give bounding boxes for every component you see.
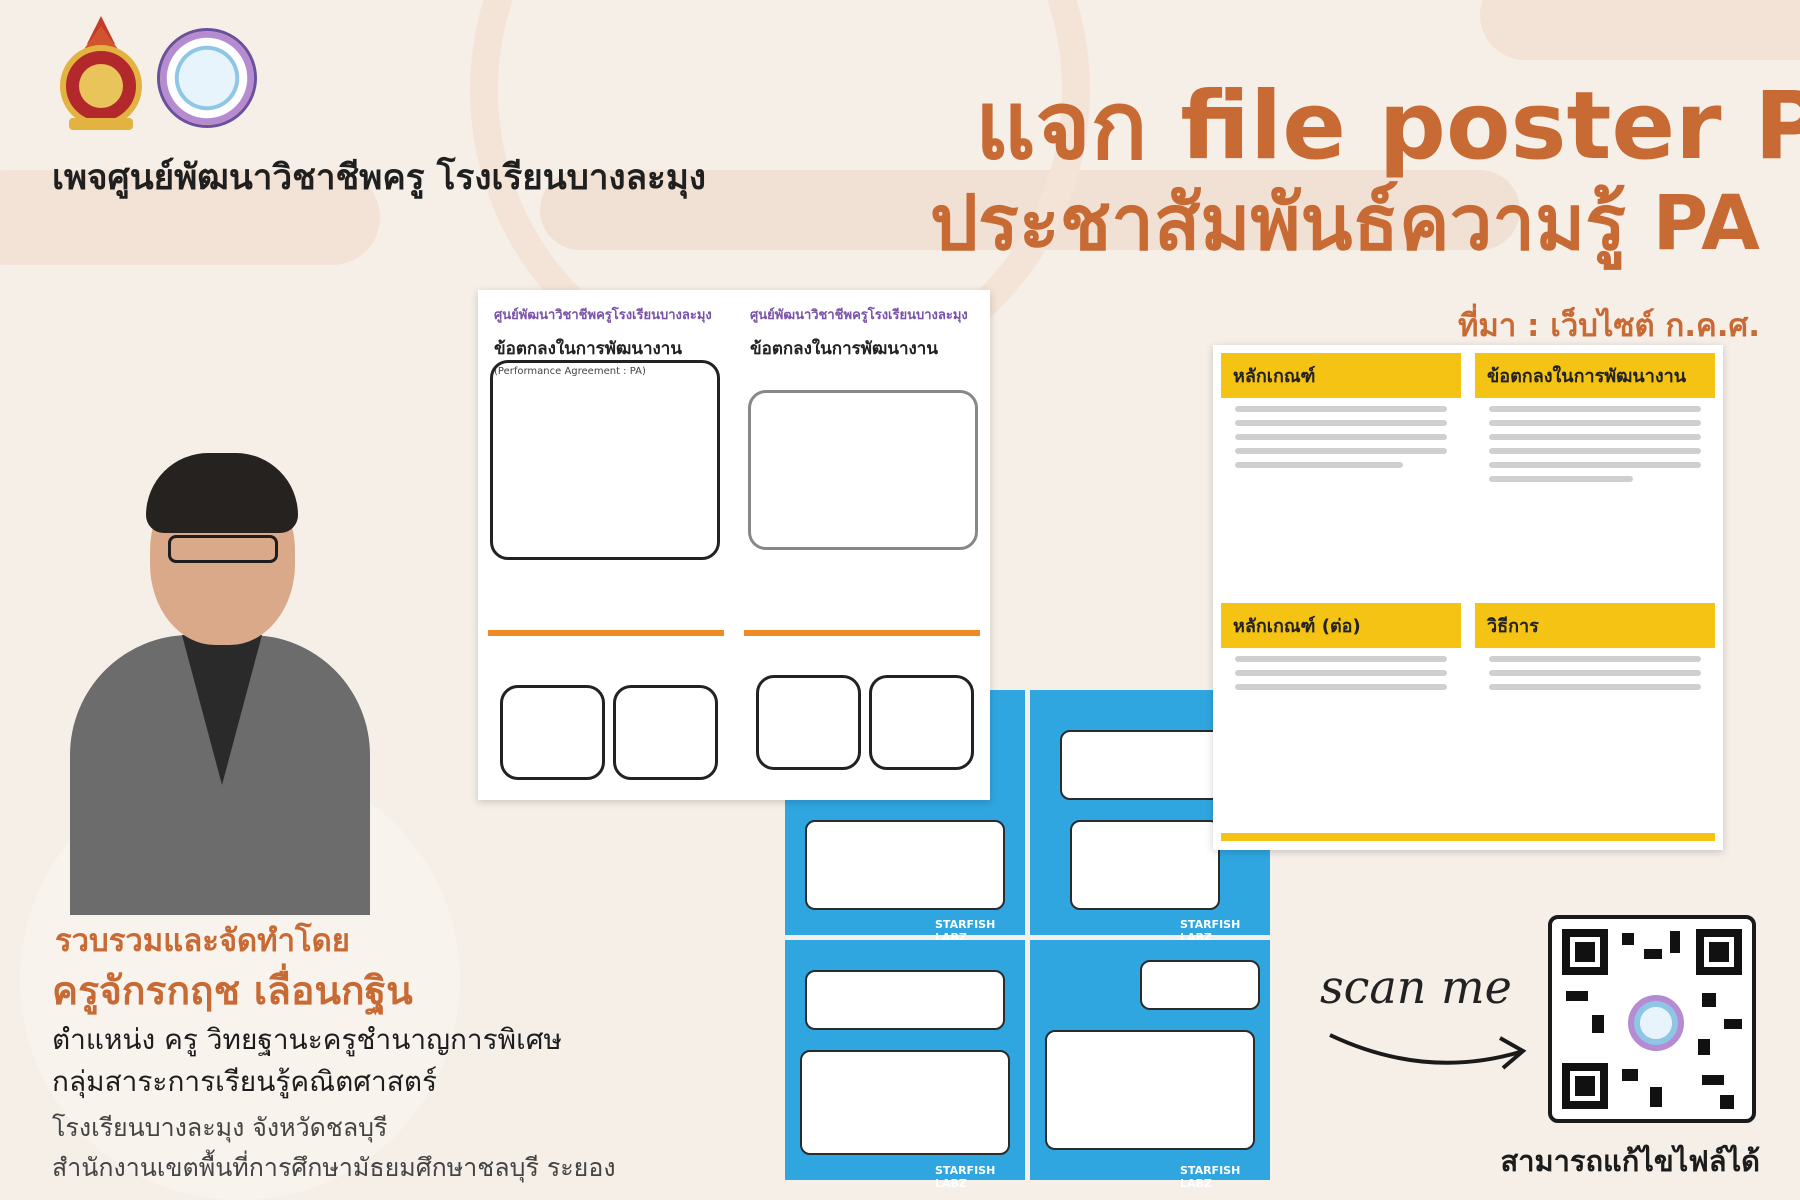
teacher-photo — [70, 445, 370, 915]
blue-poster-card — [1045, 1030, 1255, 1150]
scan-me-label: scan me — [1320, 960, 1512, 1014]
sketch-card — [500, 685, 605, 780]
credit-school: โรงเรียนบางละมุง จังหวัดชลบุรี — [52, 1113, 388, 1142]
sketch-frame — [490, 360, 720, 560]
page-center-name: เพจศูนย์พัฒนาวิชาชีพครู โรงเรียนบางละมุง — [52, 158, 706, 198]
sketch-card — [869, 675, 974, 770]
sketch-card — [613, 685, 718, 780]
blue-poster-3: STARFISH LABZ — [785, 940, 1025, 1190]
blue-poster-card — [1060, 730, 1240, 800]
credit-position: ตำแหน่ง ครู วิทยฐานะครูชำนาญการพิเศษ — [52, 1023, 562, 1056]
blue-poster-card — [805, 820, 1005, 910]
starfish-label: STARFISH LABZ — [1180, 1164, 1241, 1190]
blue-poster-4: STARFISH LABZ — [1030, 940, 1270, 1190]
source-caption: ที่มา : เว็บไซต์ ก.ค.ศ. — [1457, 308, 1760, 344]
school-logo — [157, 28, 257, 128]
criteria-title: หลักเกณฑ์ — [1221, 353, 1461, 398]
criteria-poster: หลักเกณฑ์ ข้อตกลงในการพัฒนางาน หลักเกณฑ์… — [1213, 345, 1723, 850]
sketch-poster-title: ข้อตกลงในการพัฒนางาน — [750, 339, 938, 359]
hair-shape — [146, 453, 298, 533]
blue-poster-card — [1070, 820, 1220, 910]
orange-divider — [488, 630, 724, 636]
qr-code[interactable] — [1548, 915, 1756, 1123]
sketch-poster: ศูนย์พัฒนาวิชาชีพครูโรงเรียนบางละมุง ข้อ… — [478, 290, 990, 800]
orange-divider — [744, 630, 980, 636]
sketch-frame — [748, 390, 978, 550]
logo-row — [55, 14, 257, 132]
agreement-title: ข้อตกลงในการพัฒนางาน — [1475, 353, 1715, 398]
method-title: วิธีการ — [1475, 603, 1715, 648]
sketch-poster-subtitle: (Performance Agreement : PA) — [494, 366, 646, 377]
hero-title-line2: ประชาสัมพันธ์ความรู้ PA — [929, 178, 1760, 267]
credit-name: ครูจักรกฤช เลื่อนกฐิน — [52, 969, 413, 1014]
qr-school-logo — [1626, 993, 1686, 1053]
sketch-poster-title: ข้อตกลงในการพัฒนางาน — [494, 339, 682, 359]
starfish-label: STARFISH LABZ — [935, 1164, 996, 1190]
sketch-poster-header: ศูนย์พัฒนาวิชาชีพครูโรงเรียนบางละมุง — [494, 308, 712, 323]
sketch-poster-header: ศูนย์พัฒนาวิชาชีพครูโรงเรียนบางละมุง — [750, 308, 968, 323]
credit-intro: รวบรวมและจัดทำโดย — [55, 923, 350, 959]
blue-poster-card — [805, 970, 1005, 1030]
arrow-right-icon — [1329, 1033, 1527, 1070]
criteria-cont-title: หลักเกณฑ์ (ต่อ) — [1221, 603, 1461, 648]
hero-title-line1: แจก file poster PA — [975, 72, 1800, 181]
credit-office: สำนักงานเขตพื้นที่การศึกษามัธยมศึกษาชลบุ… — [52, 1153, 616, 1182]
ministry-seal-logo — [55, 14, 147, 132]
glasses-shape — [168, 535, 278, 563]
decor-band-top — [1480, 0, 1800, 60]
credit-department: กลุ่มสาระการเรียนรู้คณิตศาสตร์ — [52, 1065, 438, 1098]
editable-note: สามารถแก้ไขไฟล์ได้ — [1500, 1144, 1761, 1178]
sketch-card — [756, 675, 861, 770]
yellow-footer-bar — [1221, 833, 1715, 841]
blue-poster-card — [800, 1050, 1010, 1155]
blue-poster-card — [1140, 960, 1260, 1010]
